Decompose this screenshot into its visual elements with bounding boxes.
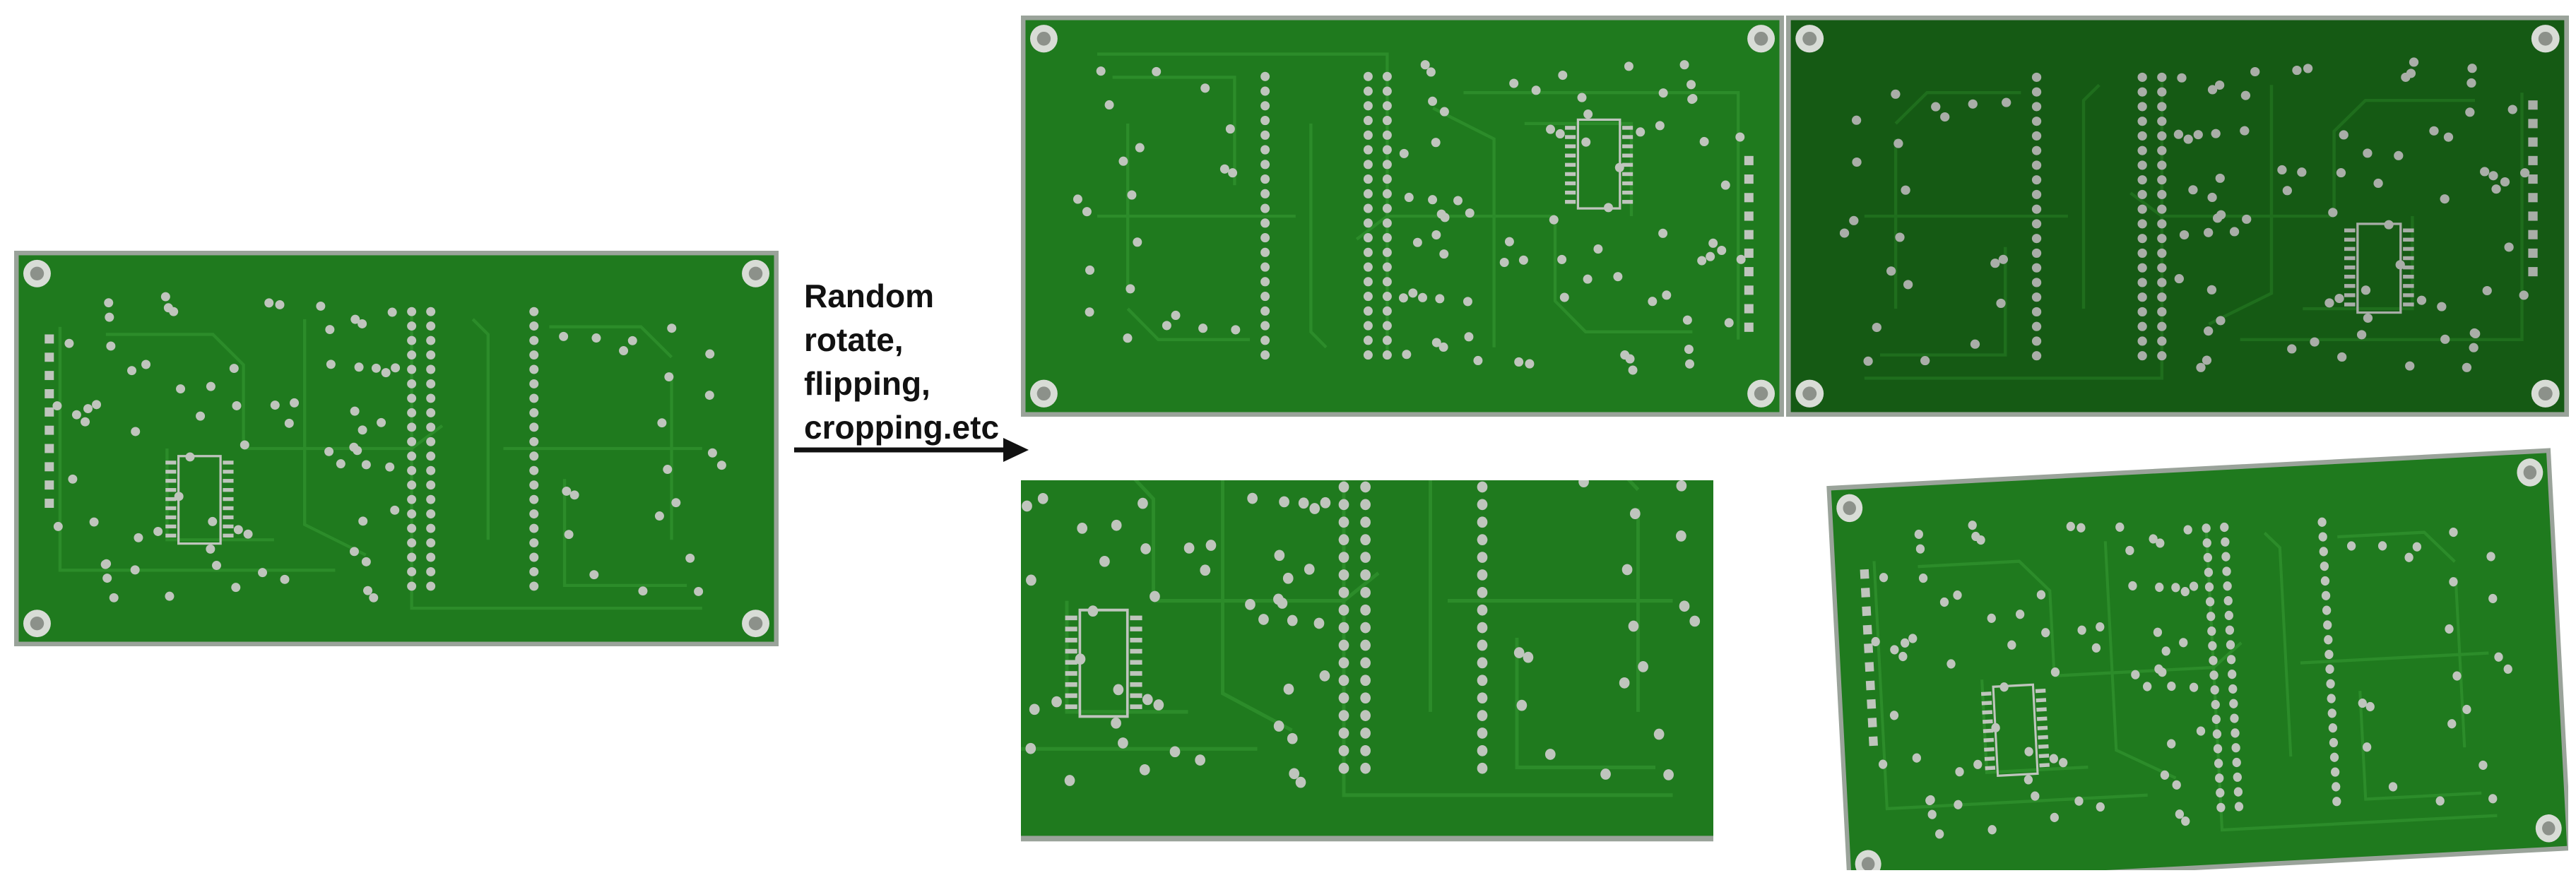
pcb-augmented-rotated-image: [1021, 16, 1784, 417]
pcb-augmented-rotated-small-image: [1826, 448, 2568, 870]
arrow-right-icon: [794, 438, 1029, 462]
pcb-original: [14, 251, 779, 646]
caption-line-1: Random: [804, 278, 934, 314]
caption-line-3: flipping,: [804, 365, 930, 402]
pcb-augmented-flipped-image: [1786, 16, 2569, 417]
pcb-original-image: [14, 251, 779, 646]
pcb-augmented-flipped: [1786, 16, 2569, 417]
pcb-augmented-cropped-image: [1021, 480, 1713, 842]
caption-line-2: rotate,: [804, 321, 904, 358]
pcb-augmented-rotated: [1021, 16, 1784, 417]
pcb-augmented-rotated-small: [1805, 432, 2568, 870]
pcb-augmented-cropped: [1021, 480, 1713, 865]
augmentation-caption: Random rotate, flipping, cropping.etc: [804, 274, 1016, 449]
caption-line-4: cropping.etc: [804, 409, 1000, 446]
